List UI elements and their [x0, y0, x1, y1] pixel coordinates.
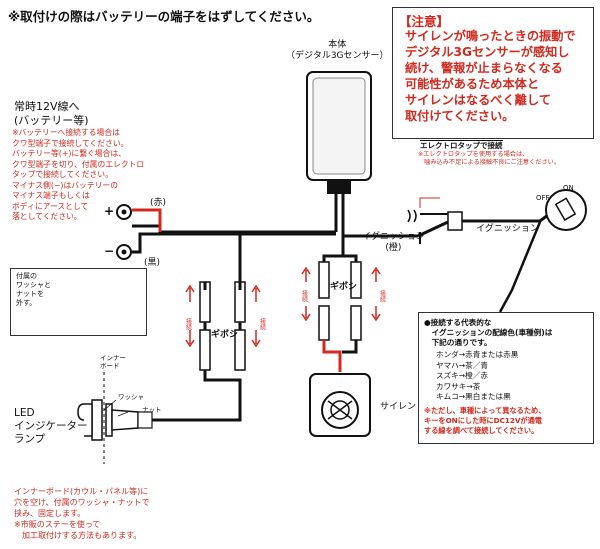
- ignition-wire-label: イグニッション (橙): [362, 232, 425, 254]
- electrotap-title: エレクトロタップで接続: [420, 140, 503, 150]
- color-info-list: ホンダ→赤青または赤黒 ヤマハ→茶／青 スズキ→橙／赤 カワサキ→茶 キムコ→黒…: [436, 350, 519, 401]
- electrotap-note: ※エレクトロタップを使用する場合は、 噛み込み不足による接触不良にご注意ください…: [418, 151, 561, 166]
- caution-title: 【注意】: [399, 14, 450, 29]
- plus-terminal: [116, 204, 132, 220]
- sensor-unit: [306, 71, 372, 194]
- unit-label: 本体 （デジタル3Gセンサー）: [286, 40, 389, 62]
- black-wire-label: (黒): [144, 258, 161, 268]
- left-gibosi: [199, 281, 246, 371]
- on-label: ON: [563, 184, 574, 192]
- battery-note: ※バッテリーへ接続する場合は クワ型端子で接続してください。 バッテリー等(+)…: [12, 128, 145, 221]
- color-info-header: ●接続する代表的な イグニッションの配線色(車種例)は 下記の通りです。: [424, 318, 553, 347]
- off-label: OFF: [536, 194, 550, 202]
- red-wire-label: (赤): [150, 198, 167, 208]
- top-note: ※取付けの際はバッテリーの端子をはずしてください。: [8, 9, 320, 24]
- siren-label: サイレン: [380, 402, 417, 412]
- caution-body: サイレンが鳴ったときの振動で デジタル3Gセンサーが感知し 続け、警報が止まらな…: [405, 29, 576, 123]
- washer-label: ワッシャ: [118, 393, 144, 401]
- led-install-note: インナーボード(カウル・パネル等)に 穴を空け、付属のワッシャ・ナットで 挟み、…: [14, 487, 150, 540]
- color-info-warning: ※ただし、車種によって異なるため、 キーをONにした時にDC12Vが通電 する線…: [424, 406, 546, 435]
- detail-box-note: 付属の ワッシャと ナットを 外す。: [16, 272, 51, 307]
- caution-box: 【注意】 サイレンが鳴ったときの振動で デジタル3Gセンサーが感知し 続け、警報…: [392, 7, 594, 139]
- gibosi-left-label: ギボシ: [211, 330, 239, 340]
- siren-device: [309, 373, 371, 437]
- battery-title: 常時12V線へ (バッテリー等): [14, 100, 89, 127]
- connect-label-d: 接続: [378, 290, 386, 302]
- ignition-key-switch: [545, 189, 587, 231]
- connect-label-b: 接続: [258, 318, 266, 330]
- detail-box: [10, 268, 147, 336]
- plus-sign: +: [104, 204, 115, 218]
- right-gibosi: [318, 261, 362, 341]
- led-lamp: [77, 372, 153, 464]
- gibosi-right-label: ギボシ: [330, 282, 358, 292]
- connect-label-a: 接続: [184, 318, 192, 330]
- minus-sign: −: [104, 244, 115, 258]
- color-info-box: [418, 312, 594, 444]
- connect-label-c: 接続: [300, 290, 308, 302]
- minus-terminal: [116, 244, 132, 260]
- inner-board-label: インナー ボード: [100, 354, 126, 370]
- ignition-switch-label: イグニッション: [476, 224, 539, 234]
- nut-label: ナット: [142, 406, 162, 414]
- led-label: LED インジケーター ランプ: [14, 407, 88, 445]
